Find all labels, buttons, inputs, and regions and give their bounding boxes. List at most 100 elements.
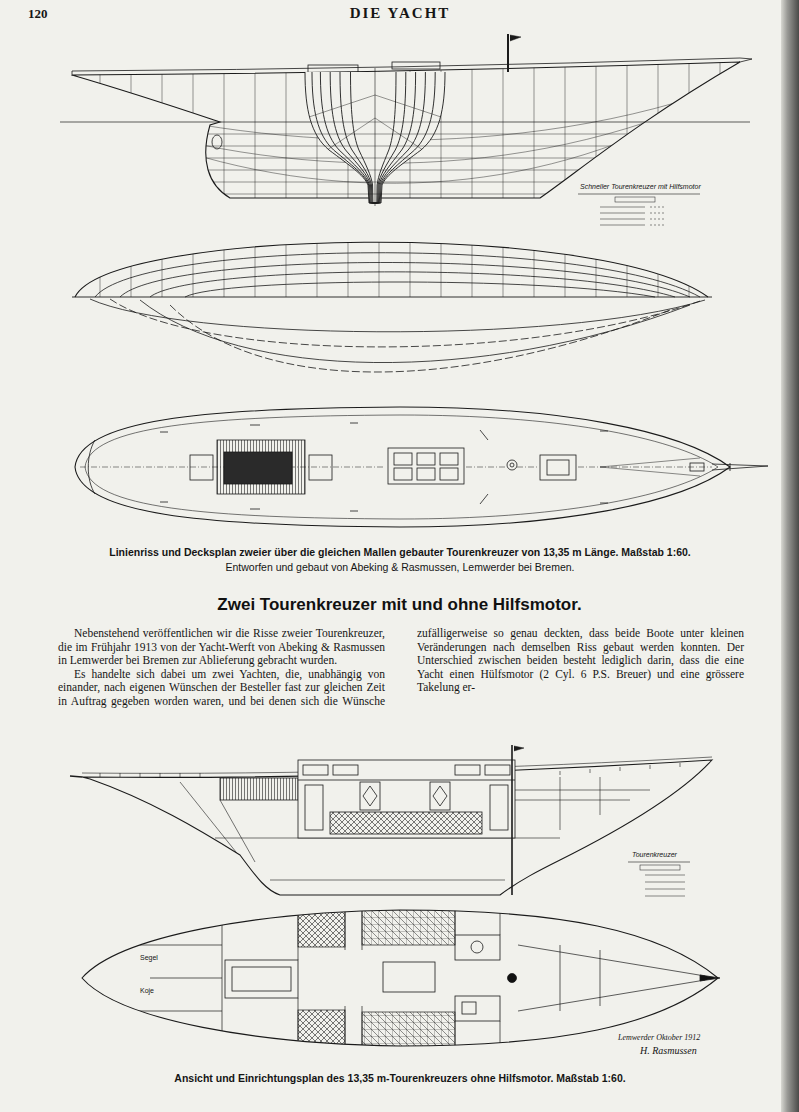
- deck-plan: [80, 467, 712, 468]
- lines-profile: [305, 72, 375, 203]
- interior-profile: [298, 780, 515, 781]
- lines-profile: [60, 34, 752, 225]
- deck-plan: [309, 455, 332, 480]
- drawing-title: Schneller Tourenkreuzer mit Hilfsmotor: [580, 183, 701, 191]
- deck-plan: [88, 440, 95, 494]
- interior-profile: [485, 765, 510, 775]
- deck-plan: [217, 440, 305, 494]
- deck-plan: [440, 468, 458, 480]
- half-breadth-plan: [75, 242, 708, 297]
- accommodation-plan: [225, 960, 298, 998]
- lines-profile: [375, 72, 396, 203]
- article-columns: Nebenstehend veröffentlichen wir die Ris…: [58, 627, 744, 708]
- room-label: Segel: [140, 954, 158, 962]
- deck-plan: [417, 468, 435, 480]
- accommodation-plan: [508, 974, 517, 983]
- running-head: DIE YACHT: [300, 5, 500, 22]
- interior-profile: [82, 760, 712, 895]
- interior-profile: [511, 745, 513, 895]
- credit-line: Entworfen und gebaut von Abeking & Rasmu…: [40, 559, 760, 575]
- lines-profile: [650, 207, 665, 225]
- half-breadth-plan: [72, 215, 712, 372]
- interior-profile: [640, 865, 680, 870]
- lines-profile: [375, 68, 376, 206]
- accommodation-plan: [518, 945, 705, 1011]
- accommodation-plan: [115, 900, 705, 1060]
- half-breadth-plan: [72, 297, 712, 298]
- half-breadth-plan: [110, 299, 700, 372]
- article-title: Zwei Tourenkreuzer mit und ohne Hilfsmot…: [0, 594, 799, 616]
- interior-profile: [433, 786, 447, 806]
- signature: Lemwerder Oktober 1912: [618, 1033, 700, 1043]
- accommodation-plan: [462, 1002, 476, 1014]
- deck-plan: [510, 463, 514, 467]
- interior-profile: [515, 790, 650, 800]
- accommodation-plan: [115, 945, 222, 1011]
- accommodation-plan: [222, 900, 500, 1060]
- lines-profile: [578, 194, 700, 195]
- interior-profile: [70, 745, 712, 896]
- accommodation-plan: [455, 935, 500, 960]
- interior-profile: [360, 782, 380, 810]
- page-number: 120: [28, 6, 48, 22]
- accommodation-plan: [383, 962, 435, 992]
- lines-profile: [375, 72, 445, 203]
- figure-caption: Linienriss und Decksplan zweier über die…: [40, 545, 760, 559]
- deck-plan: [540, 455, 576, 480]
- interior-profile: [628, 862, 690, 863]
- lines-profile: [375, 72, 435, 203]
- body-paragraph: Nebenstehend veröffentlichen wir die Ris…: [58, 627, 385, 668]
- deck-plan: [547, 460, 569, 475]
- deck-plan: [190, 455, 213, 480]
- deck-plan: [75, 407, 768, 527]
- lines-profile: [212, 135, 222, 149]
- deck-plan: [160, 423, 608, 511]
- interior-profile: [455, 765, 480, 775]
- accommodation-plan: [82, 910, 718, 1046]
- body-paragraph: Es handelte sich dabei um zwei Yachten, …: [58, 627, 744, 708]
- lines-profile: [375, 72, 416, 203]
- interior-profile: [645, 875, 685, 896]
- accommodation-plan: [471, 941, 483, 953]
- lines-profile: [320, 72, 375, 203]
- interior-profile: [305, 785, 323, 830]
- lines-profile: [351, 72, 376, 203]
- deck-plan: [75, 407, 730, 527]
- lines-profile: [375, 72, 425, 203]
- interior-profile: [560, 777, 600, 830]
- accommodation-plan: [298, 905, 345, 947]
- accommodation-plan: [455, 996, 500, 1021]
- interior-profile: [70, 776, 82, 777]
- lines-profile: [340, 72, 375, 203]
- interior-profile: [220, 778, 298, 800]
- deck-plan: [394, 453, 412, 465]
- interior-profile: [270, 880, 505, 881]
- deck-plan: [394, 468, 412, 480]
- lines-profile: [507, 34, 509, 72]
- interior-profile: [333, 765, 358, 775]
- deck-plan: [388, 448, 464, 484]
- lines-profile: [60, 55, 745, 205]
- room-label: Koje: [140, 987, 154, 995]
- lines-profile: [615, 197, 655, 202]
- caption-group: Linienriss und Decksplan zweier über die…: [40, 545, 760, 575]
- interior-profile: [363, 786, 377, 806]
- deck-plan: [712, 463, 768, 471]
- figure-caption: Ansicht und Einrichtungsplan des 13,35 m…: [60, 1071, 740, 1085]
- interior-profile: [430, 782, 450, 810]
- interior-profile: [490, 785, 508, 830]
- lines-profile: [375, 72, 406, 203]
- deck-plan: [417, 453, 435, 465]
- deck-plan: [507, 460, 517, 470]
- drawing-title: Tourenkreuzer: [632, 851, 677, 859]
- interior-profile: [303, 765, 328, 775]
- lines-profile: [308, 65, 358, 73]
- accommodation-plan: [232, 967, 291, 991]
- lines-profile: [312, 72, 375, 203]
- accommodation-plan: [82, 900, 720, 1060]
- interior-profile: [330, 812, 482, 834]
- half-breadth-plan: [95, 253, 700, 297]
- lines-profile: [100, 55, 720, 205]
- lines-profile: [510, 35, 521, 41]
